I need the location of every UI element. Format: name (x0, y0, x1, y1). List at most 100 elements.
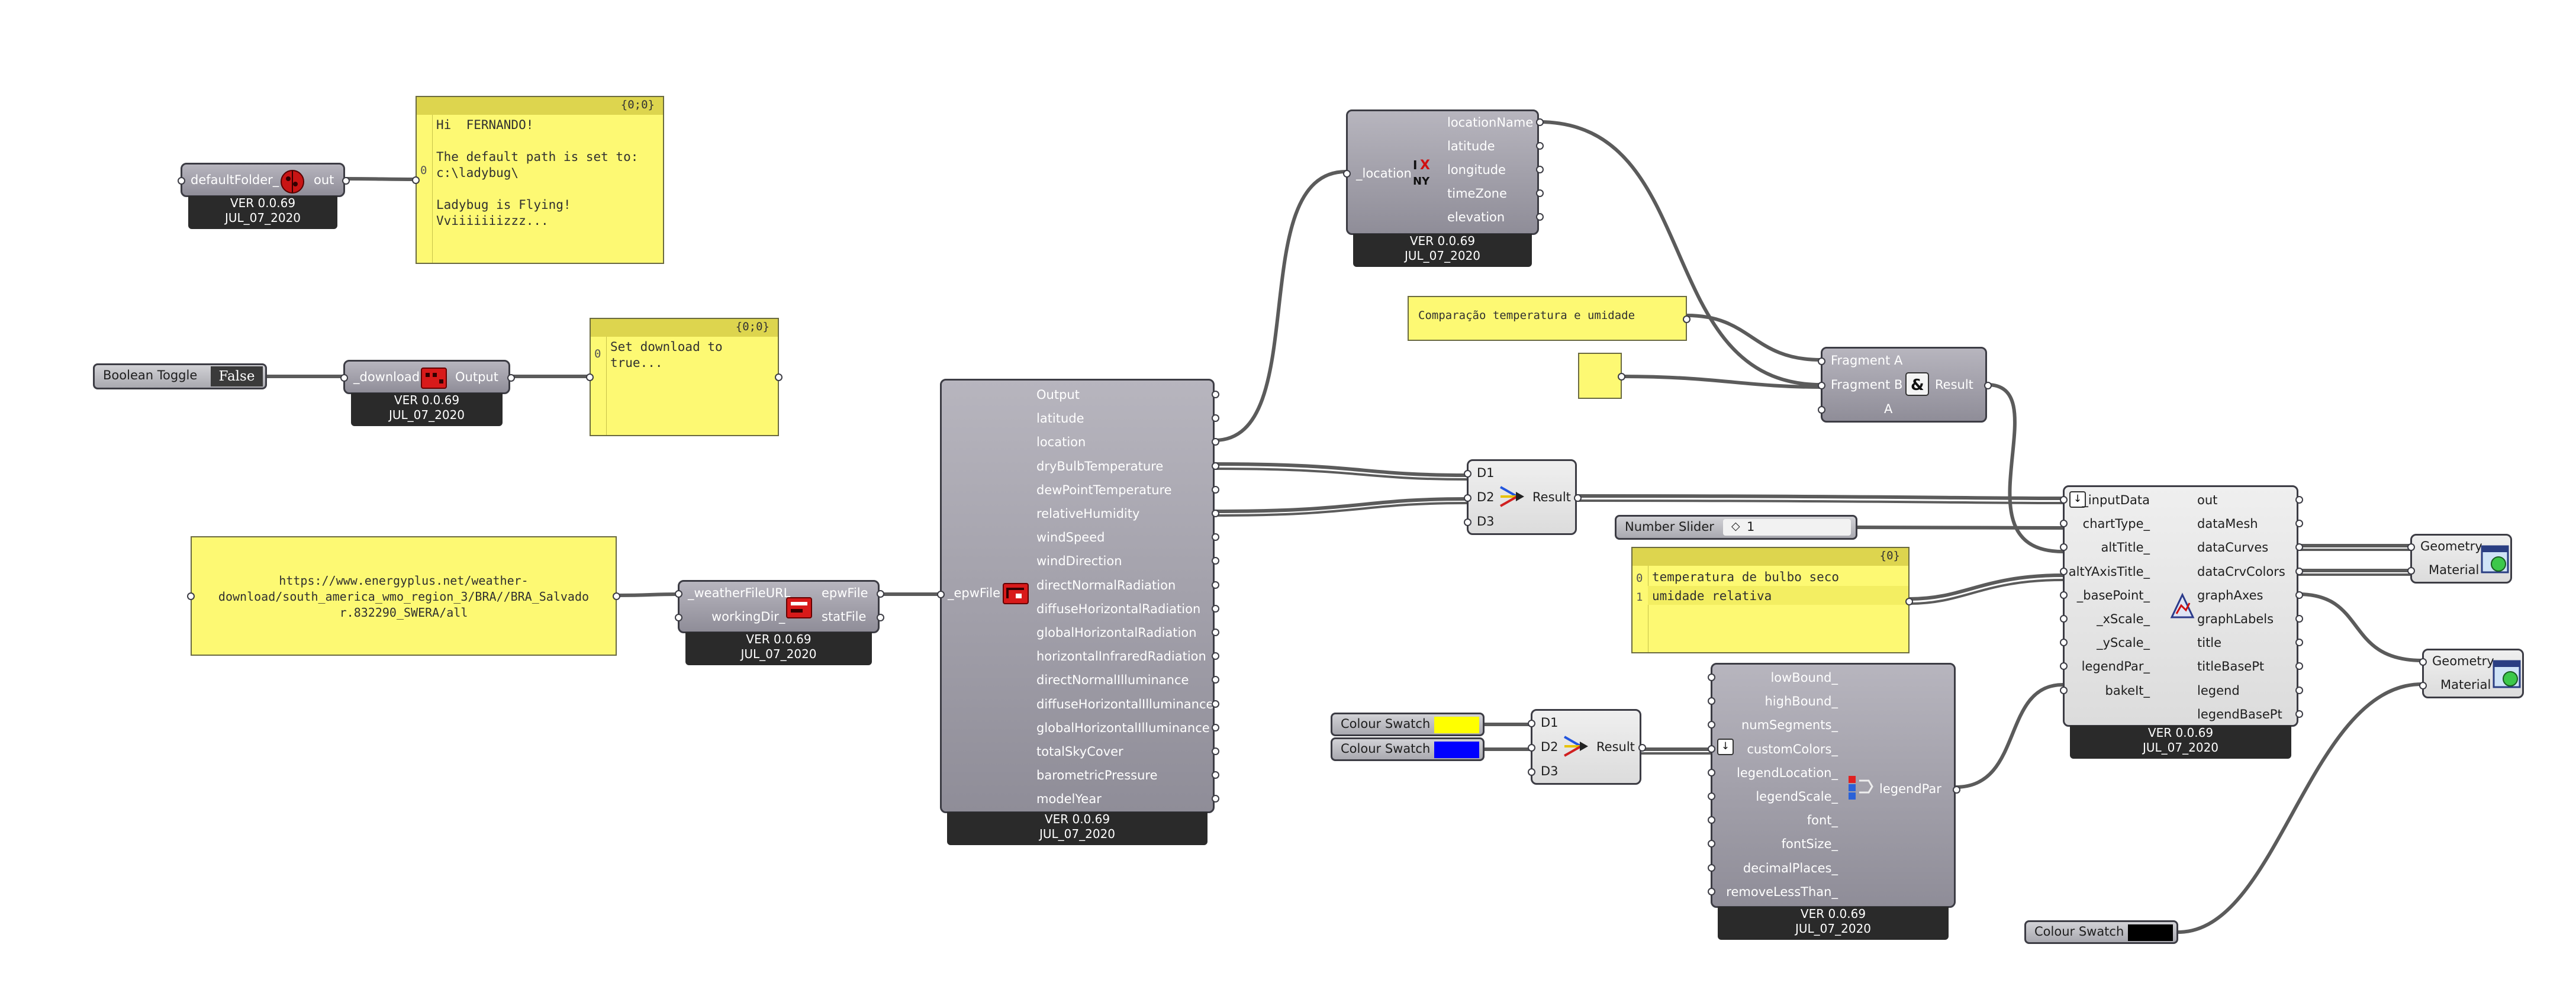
port-out[interactable] (2295, 543, 2303, 552)
port-in[interactable] (1708, 887, 1715, 895)
port-out[interactable] (1212, 771, 1219, 779)
panel-download[interactable]: {0;0} 0 Set download to true... (586, 318, 783, 436)
port-out[interactable] (507, 374, 515, 382)
port-in[interactable] (2407, 567, 2415, 575)
number-slider[interactable]: Number Slider ◇ 1 (1615, 515, 1857, 540)
panel-url[interactable]: https://www.energyplus.net/weather- down… (187, 536, 620, 656)
open-weather-component[interactable]: _weatherFileURL workingDir_ epwFile stat… (675, 580, 884, 633)
swatch-color[interactable] (1434, 742, 1479, 758)
colour-swatch[interactable]: Colour Swatch (1331, 737, 1485, 761)
port-out[interactable] (1212, 557, 1219, 565)
concatenate-component[interactable]: Fragment A Fragment B A & Result (1818, 347, 1992, 423)
port-in[interactable] (2419, 682, 2427, 689)
port-in[interactable] (1708, 768, 1715, 776)
port-in[interactable] (1528, 744, 1535, 752)
merge-colors-component[interactable]: D1 D2 D3 Result (1528, 709, 1646, 785)
port-in[interactable] (1528, 720, 1535, 727)
port-out[interactable] (1212, 581, 1219, 589)
panel-title[interactable]: Comparação temperatura e umidade (1408, 296, 1690, 341)
port-in[interactable] (2060, 591, 2068, 599)
colour-swatch[interactable]: Colour Swatch (1331, 713, 1485, 736)
port-out[interactable] (2295, 686, 2303, 694)
port-in[interactable] (2060, 615, 2068, 623)
port-in[interactable] (2060, 639, 2068, 647)
port-in[interactable] (340, 374, 348, 382)
port-out[interactable] (1212, 747, 1219, 755)
port-in[interactable] (1708, 816, 1715, 824)
port-in[interactable] (1343, 170, 1351, 178)
port-out[interactable] (342, 177, 350, 185)
port-out[interactable] (1212, 795, 1219, 803)
port-in[interactable] (2407, 543, 2415, 551)
port-in[interactable] (937, 591, 945, 598)
port-out[interactable] (1212, 723, 1219, 731)
panel-legend[interactable]: {0} 0 temperatura de bulbo seco 1 umidad… (1631, 547, 1913, 653)
port-in[interactable] (1528, 768, 1535, 776)
port-out[interactable] (1574, 494, 1582, 502)
port-out[interactable] (1212, 652, 1219, 660)
port-out[interactable] (1536, 189, 1544, 197)
port-out[interactable] (1536, 213, 1544, 221)
port-in[interactable] (1708, 721, 1715, 729)
port-out[interactable] (1212, 391, 1219, 398)
colour-swatch[interactable]: Colour Swatch (2024, 920, 2178, 944)
panel-hello[interactable]: {0;0} 0 Hi FERNANDO! The default path is… (412, 96, 664, 264)
port-in[interactable] (586, 373, 594, 381)
custom-preview-component[interactable]: Geometry Material (2407, 534, 2512, 584)
port-out[interactable] (1984, 382, 1992, 389)
custom-preview-component[interactable]: Geometry Material (2419, 649, 2524, 698)
port-in[interactable] (1708, 863, 1715, 872)
port-out[interactable] (877, 614, 884, 621)
port-out[interactable] (1536, 166, 1544, 173)
port-in[interactable] (2060, 662, 2068, 671)
port-in[interactable] (1464, 470, 1471, 478)
port-in[interactable] (2060, 520, 2068, 528)
port-in[interactable] (1708, 745, 1715, 753)
port-out[interactable] (2295, 567, 2303, 575)
slider-grip[interactable]: ◇ (1731, 520, 1740, 533)
boolean-toggle[interactable]: Boolean Toggle False (93, 363, 267, 389)
port-out[interactable] (1536, 118, 1544, 126)
port-in[interactable] (2060, 543, 2068, 552)
port-out[interactable] (1212, 414, 1219, 423)
port-in[interactable] (1708, 673, 1715, 681)
port-out[interactable] (877, 590, 884, 598)
port-out[interactable] (2295, 710, 2303, 718)
port-out[interactable] (1212, 485, 1219, 494)
port-in[interactable] (2060, 686, 2068, 694)
port-out[interactable] (1212, 533, 1219, 542)
port-out[interactable] (1212, 510, 1219, 517)
port-in[interactable] (187, 592, 195, 600)
swatch-color[interactable] (2128, 924, 2173, 941)
port-out[interactable] (1618, 373, 1625, 381)
port-out[interactable] (1905, 598, 1913, 605)
port-in[interactable] (1818, 357, 1825, 365)
merge-data-component[interactable]: D1 D2 D3 Result (1464, 459, 1582, 535)
port-out[interactable] (2295, 615, 2303, 623)
port-out[interactable] (1536, 142, 1544, 150)
port-out[interactable] (1212, 676, 1219, 684)
port-out[interactable] (1953, 786, 1960, 794)
port-in[interactable] (1708, 792, 1715, 800)
port-in[interactable] (2060, 567, 2068, 575)
swatch-color[interactable] (1434, 717, 1479, 733)
port-in[interactable] (1818, 382, 1825, 389)
port-in[interactable] (178, 177, 185, 185)
port-in[interactable] (1708, 697, 1715, 705)
port-out[interactable] (2295, 520, 2303, 528)
port-out[interactable] (1212, 700, 1219, 708)
toggle-value[interactable]: False (211, 366, 263, 386)
port-out[interactable] (2295, 662, 2303, 671)
port-out[interactable] (613, 592, 620, 600)
slider-track[interactable]: ◇ 1 (1723, 519, 1851, 536)
port-in[interactable] (1818, 406, 1825, 414)
port-out[interactable] (1683, 315, 1690, 323)
port-out[interactable] (775, 373, 783, 381)
port-out[interactable] (2295, 591, 2303, 599)
port-in[interactable] (412, 176, 420, 184)
panel-empty[interactable] (1578, 353, 1625, 399)
port-out[interactable] (1212, 438, 1219, 446)
